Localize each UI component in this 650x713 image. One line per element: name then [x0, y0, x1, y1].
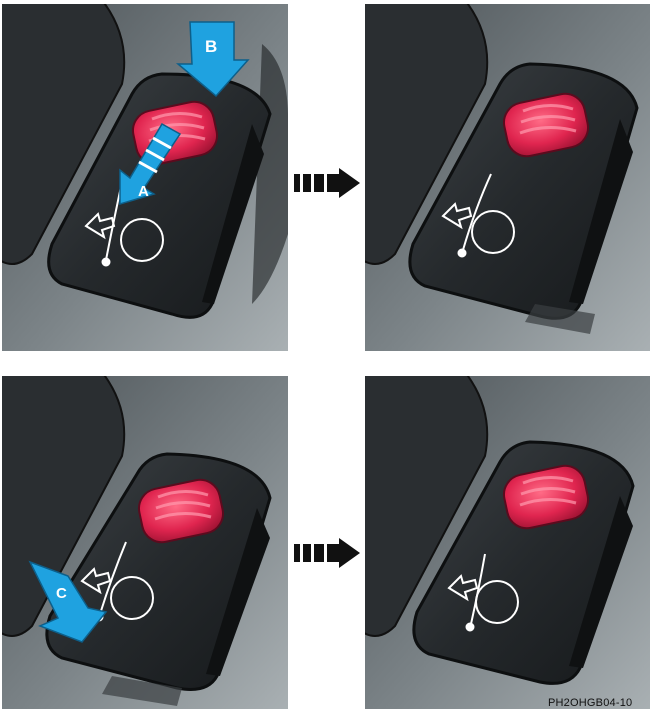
illustration-panel-3: C [2, 376, 288, 709]
label-c: C [56, 585, 67, 602]
label-a: A [138, 183, 149, 200]
label-b: B [205, 37, 217, 56]
step-arrow-icon [294, 168, 360, 198]
illustration-panel-1: A B [2, 4, 288, 351]
figure-code-label: PH2OHGB04-10 [548, 697, 632, 710]
illustration-panel-4 [365, 376, 650, 709]
illustration-panel-2 [365, 4, 650, 351]
step-arrow-icon [294, 538, 360, 568]
